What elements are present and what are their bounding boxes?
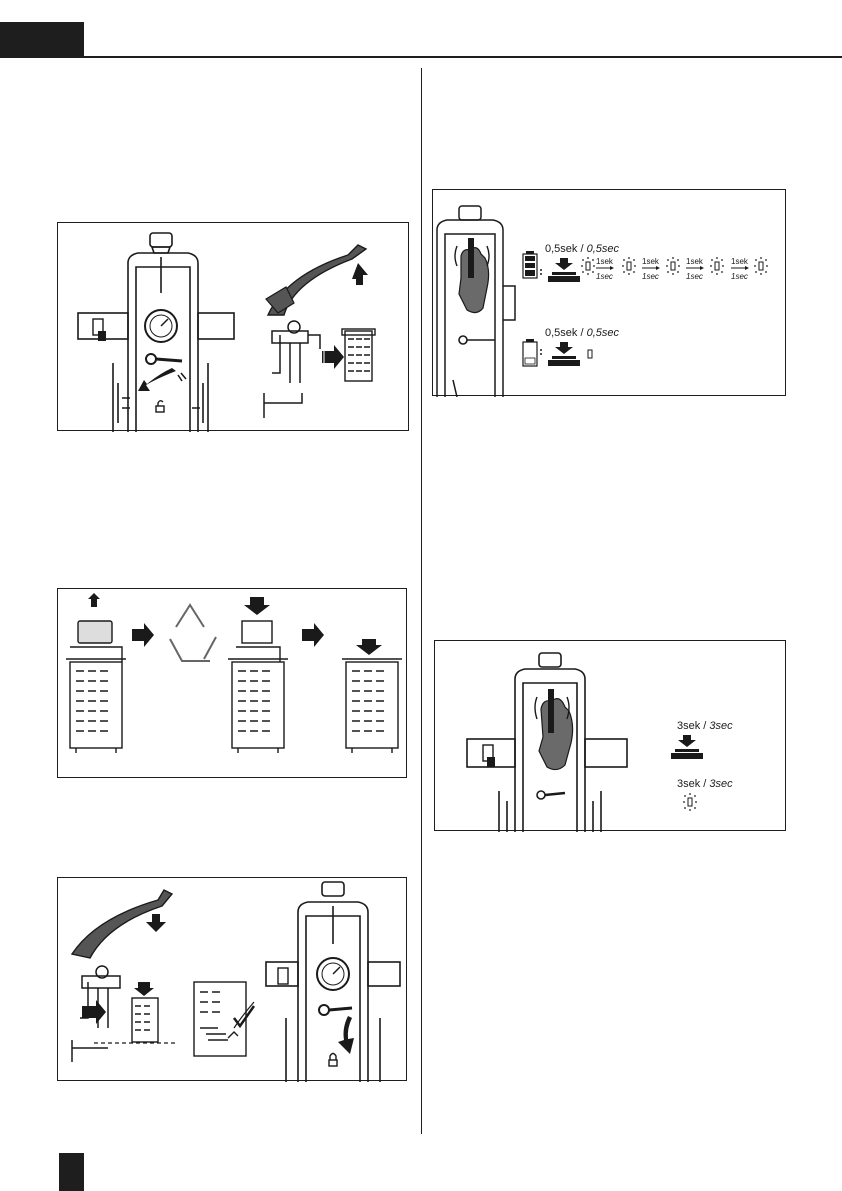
led-blink-icon — [683, 793, 697, 811]
led-blink-icon — [622, 257, 636, 275]
cartridge-exchange-illustration — [58, 589, 408, 779]
led-blink-icon — [666, 257, 680, 275]
led-blink-icon — [754, 257, 768, 275]
fig5-press-label: 3sek / 3sec — [677, 720, 733, 732]
figure-battery-status: 0,5sek / 0,5sec 1sek 1sec 1sek 1sec 1sek… — [432, 189, 786, 396]
page-number-tab — [59, 1153, 84, 1191]
blink-step-3-top: 1sek — [686, 257, 704, 266]
fig5-blink-label: 3sek / 3sec — [677, 778, 733, 790]
led-off-icon — [588, 350, 592, 358]
column-divider — [421, 68, 422, 1134]
figure-reset: 3sek / 3sec 3sek / 3sec — [434, 640, 786, 831]
reset-illustration: 3sek / 3sec 3sek / 3sec — [435, 641, 787, 832]
press-arrow-icon — [555, 258, 573, 270]
led-blink-icon — [581, 257, 595, 275]
figure-open-filter — [57, 222, 409, 431]
header-tab — [0, 22, 84, 58]
press-arrow-icon — [678, 735, 696, 747]
battery-status-illustration: 0,5sek / 0,5sec 1sek 1sec 1sek 1sec 1sek… — [433, 190, 787, 397]
blink-step-2-bottom: 1sec — [642, 272, 659, 281]
fig4-row2-label: 0,5sek / 0,5sec — [545, 327, 620, 339]
blink-step-2-top: 1sek — [642, 257, 660, 266]
blink-step-1-bottom: 1sec — [596, 272, 613, 281]
press-arrow-icon — [555, 342, 573, 354]
close-filter-illustration — [58, 878, 408, 1082]
open-filter-illustration — [58, 223, 410, 432]
led-blink-icon — [710, 257, 724, 275]
blink-sequence: 1sek 1sec 1sek 1sec 1sek 1sec 1sek 1sec — [581, 257, 768, 281]
battery-full-icon — [523, 251, 537, 278]
blink-step-3-bottom: 1sec — [686, 272, 703, 281]
fig4-row1-label: 0,5sek / 0,5sec — [545, 243, 620, 255]
header-rule — [84, 56, 842, 58]
blink-step-1-top: 1sek — [596, 257, 614, 266]
figure-close-filter — [57, 877, 407, 1081]
blink-step-4-bottom: 1sec — [731, 272, 748, 281]
blink-step-4-top: 1sek — [731, 257, 749, 266]
battery-low-icon — [523, 339, 537, 366]
figure-cartridge-exchange — [57, 588, 407, 778]
